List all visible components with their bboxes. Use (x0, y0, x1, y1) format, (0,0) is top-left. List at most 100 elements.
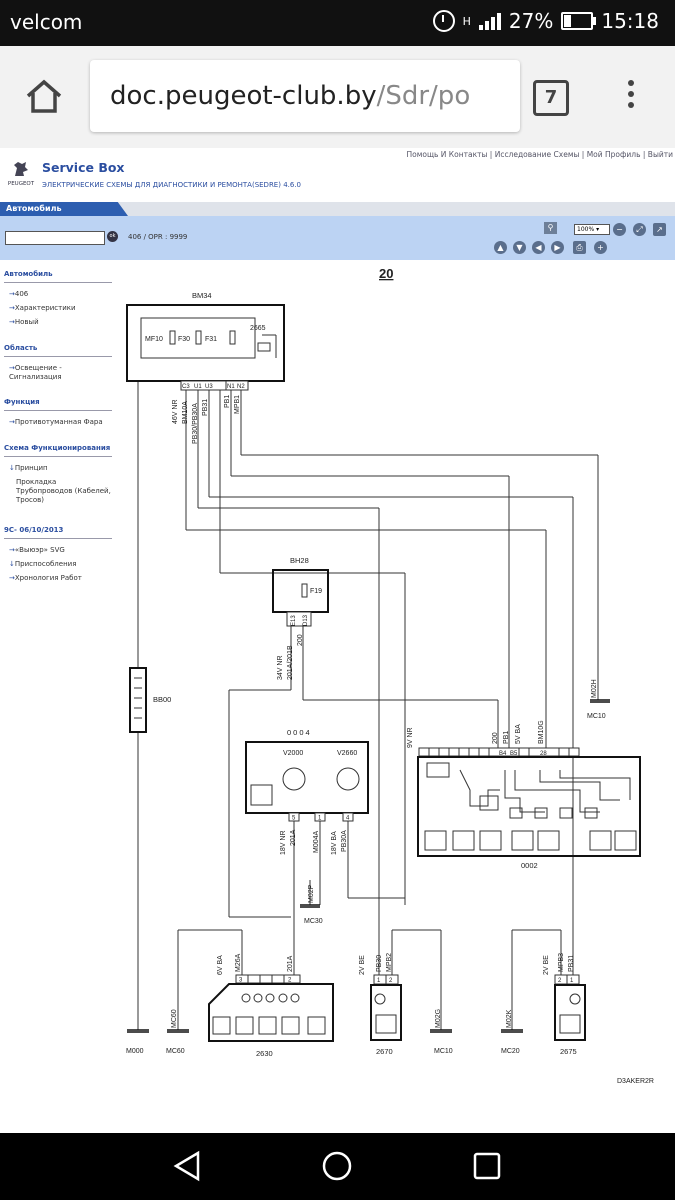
wiring-diagram[interactable]: 20 BM34 MF10 F30 F31 2665 C3 U1 U3 N1 N2 (0, 148, 675, 1133)
signal-icon (478, 12, 501, 30)
component-label: BH28 (290, 556, 309, 565)
search-input[interactable] (5, 231, 105, 245)
tab-automobile[interactable]: Автомобиль (0, 202, 128, 216)
zoom-in-button[interactable]: + (594, 241, 607, 254)
pin-label: E13 (291, 615, 297, 626)
tab-bar: Автомобиль (0, 202, 675, 216)
ground-label: M000 (126, 1048, 144, 1055)
pin-label: 3 (239, 978, 243, 984)
expand-button[interactable]: ↗ (653, 223, 666, 236)
pin-label: 5 (292, 816, 296, 822)
print-icon[interactable]: ⎙ (573, 241, 586, 254)
wire-label: 34V NR (277, 655, 284, 680)
navigation-bar (0, 1133, 675, 1200)
component-label: BB00 (153, 695, 171, 704)
wires (137, 381, 599, 1030)
site-title: Service Box (42, 160, 125, 175)
arrow-down-icon[interactable]: ▼ (513, 241, 526, 254)
fit-screen-button[interactable]: ⤢ (633, 223, 646, 236)
battery-percent: 27% (508, 9, 554, 33)
wire-label: MPB1 (234, 395, 241, 414)
arrow-right-icon[interactable]: ▶ (551, 241, 564, 254)
relay-label: 2665 (250, 325, 266, 332)
sidebar-item-406[interactable]: →406 (9, 290, 29, 298)
sidebar-item-lighting[interactable]: →Освещение - Сигнализация (9, 364, 62, 381)
url-bar[interactable]: doc.peugeot-club.by/Sdr/po (90, 60, 520, 132)
component-bb00[interactable]: BB00 (129, 667, 171, 733)
arrow-up-icon[interactable]: ▲ (494, 241, 507, 254)
wire-label: 6V BA (217, 955, 224, 975)
carrier-name: velcom (10, 10, 83, 34)
ground-label: M02K (506, 1009, 513, 1028)
recents-icon[interactable] (471, 1150, 503, 1182)
pin-label: 1 (377, 978, 381, 984)
wire-label: 2V BE (543, 955, 550, 975)
pin-label: N1 (227, 384, 235, 390)
sidebar-section-function: Функция (4, 398, 40, 406)
sidebar-item-fog-lamp[interactable]: →Противотуманная Фара (9, 418, 103, 426)
fog-light-icon (336, 767, 360, 791)
component-2630[interactable]: 2630 3 2 6V BA M26A 201A (208, 953, 334, 1058)
sidebar-section-schema: Схема Функционирования (4, 444, 111, 452)
wire-label: PB31 (202, 399, 209, 416)
network-type: H (462, 14, 471, 28)
overflow-menu-icon[interactable] (628, 80, 634, 113)
ground-label: MC20 (501, 1048, 520, 1055)
wire-label: 46V NR (172, 399, 179, 424)
top-links[interactable]: Помощь И Контакты | Исследование Схемы |… (406, 150, 673, 159)
pin-label: D13 (303, 614, 309, 626)
arrow-left-icon[interactable]: ◀ (532, 241, 545, 254)
component-0002[interactable]: 0002 B4 B5 28 9V NR 200 PB1 5V BA BM10G (407, 720, 641, 870)
component-label: 2675 (560, 1047, 577, 1056)
pin-label: U3 (205, 384, 213, 390)
sidebar-item-principle[interactable]: ↓Принцип (9, 464, 48, 472)
logo-text: PEUGEOT (7, 181, 35, 187)
component-bh28[interactable]: BH28 F19 E13 D13 34V NR 201A/201B 200 (272, 556, 329, 680)
web-page: Помощь И Контакты | Исследование Схемы |… (0, 148, 675, 1133)
lion-icon (14, 162, 28, 176)
wire-label: 2V BE (359, 955, 366, 975)
home-icon[interactable] (24, 78, 64, 114)
wire-label: 5V BA (515, 724, 522, 744)
component-0004[interactable]: 0004 V2000 V2660 5 1 4 18V NR 201A M004A… (245, 728, 369, 855)
zoom-icon[interactable]: ⚲ (544, 222, 557, 234)
wire-label: 201A/201B (287, 645, 294, 680)
sidebar-item-viewer-svg[interactable]: →«Выюэр» SVG (9, 546, 65, 554)
divider (4, 410, 112, 411)
fog-light-icon (559, 1014, 581, 1034)
component-2670[interactable]: 2670 1 2 2V BE PB30 MPB2 (359, 953, 402, 1056)
divider (4, 538, 112, 539)
back-icon[interactable] (172, 1150, 204, 1182)
fog-light-icon (282, 767, 306, 791)
alarm-icon (432, 10, 455, 32)
sidebar-item-specs[interactable]: →Характеристики (9, 304, 76, 312)
sidebar-item-tools[interactable]: ↓Приспособления (9, 560, 77, 568)
lamp-label: V2660 (337, 750, 357, 757)
zoom-out-button[interactable]: − (613, 223, 626, 236)
fuse-label: F30 (178, 336, 190, 343)
pin-label: 1 (570, 978, 574, 984)
zoom-select[interactable]: 100% ▾ (574, 224, 610, 235)
gauge-icon (250, 784, 273, 806)
wire-label: M26A (235, 953, 242, 972)
document-code: D3AKER2R (617, 1078, 654, 1085)
wire-label: 200 (297, 634, 304, 646)
home-nav-icon[interactable] (321, 1150, 353, 1182)
ok-button[interactable]: ok (107, 231, 118, 242)
component-bm34[interactable]: BM34 MF10 F30 F31 2665 C3 U1 U3 N1 N2 46 (126, 291, 285, 444)
sidebar-item-routing[interactable]: Прокладка Трубопроводов (Кабелей, Тросов… (16, 478, 111, 504)
clock: 15:18 (601, 9, 659, 33)
sidebar-item-history[interactable]: →Хронология Работ (9, 574, 82, 582)
tab-switcher-button[interactable]: 7 (533, 80, 569, 116)
component-label: 2630 (256, 1049, 273, 1058)
wire-label: PB30 (376, 955, 383, 972)
ground-label: M02H (591, 679, 598, 698)
wire-label: 18V NR (280, 830, 287, 855)
peugeot-logo: PEUGEOT (4, 160, 38, 187)
component-label: BM34 (192, 291, 212, 300)
ground-symbols (127, 699, 610, 1033)
sidebar-item-new[interactable]: →Новый (9, 318, 39, 326)
wire-label: PB30A (341, 830, 348, 852)
divider (4, 456, 112, 457)
component-2675[interactable]: 2675 2 1 2V BE MPB3 PB31 (543, 953, 586, 1056)
